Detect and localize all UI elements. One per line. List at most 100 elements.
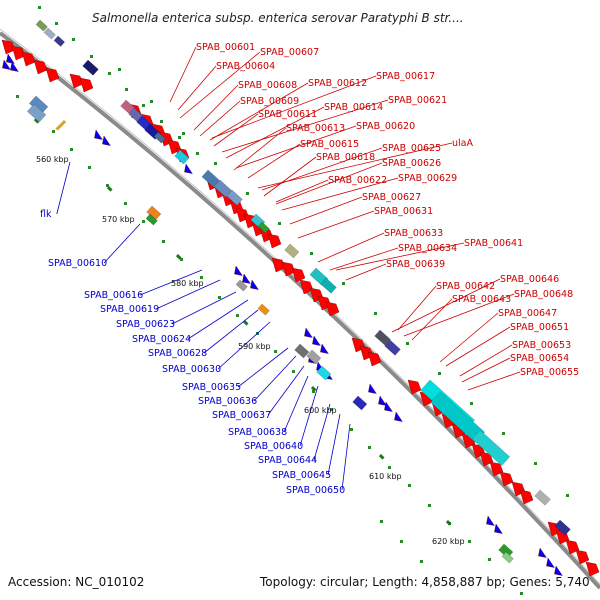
gene-block[interactable] <box>257 221 270 234</box>
reverse-gene-label[interactable]: SPAB_00636 <box>198 396 257 407</box>
gene-block[interactable] <box>534 489 551 506</box>
forward-gene-label[interactable]: SPAB_00608 <box>238 80 297 91</box>
forward-gene-label[interactable]: SPAB_00615 <box>300 139 359 150</box>
reverse-gene-label[interactable]: SPAB_00638 <box>228 427 287 438</box>
reverse-gene-arrow[interactable] <box>312 335 321 346</box>
forward-gene-label[interactable]: SPAB_00631 <box>374 206 433 217</box>
reverse-gene-arrow[interactable] <box>304 327 313 338</box>
forward-gene-label[interactable]: SPAB_00622 <box>328 175 387 186</box>
forward-gene-label[interactable]: SPAB_00614 <box>324 102 383 113</box>
reverse-gene-arrow[interactable] <box>94 129 103 140</box>
forward-gene-label[interactable]: SPAB_00618 <box>316 152 375 163</box>
forward-gene-arrow[interactable] <box>519 489 534 505</box>
reverse-gene-label[interactable]: SPAB_00619 <box>100 304 159 315</box>
forward-gene-label[interactable]: SPAB_00611 <box>258 109 317 120</box>
gene-block[interactable] <box>306 349 322 365</box>
reverse-gene-label[interactable]: flk <box>40 209 52 220</box>
forward-gene-label[interactable]: SPAB_00654 <box>510 353 569 364</box>
reverse-gene-arrow[interactable] <box>368 383 377 394</box>
forward-gene-label[interactable]: SPAB_00655 <box>520 367 579 378</box>
reverse-gene-label[interactable]: SPAB_00610 <box>48 258 107 269</box>
gene-block[interactable] <box>316 365 332 381</box>
forward-gene-label[interactable]: SPAB_00648 <box>514 289 573 300</box>
gene-block[interactable] <box>320 277 337 294</box>
reverse-gene-arrow[interactable] <box>234 265 243 276</box>
gene-block[interactable] <box>26 103 47 123</box>
forward-gene-label[interactable]: SPAB_00609 <box>240 96 299 107</box>
gene-block[interactable] <box>43 27 56 40</box>
forward-gene-label[interactable]: SPAB_00634 <box>398 243 457 254</box>
gene-block[interactable] <box>352 395 368 411</box>
reverse-gene-arrow[interactable] <box>554 565 563 576</box>
forward-gene-label[interactable]: SPAB_00633 <box>384 228 443 239</box>
reverse-gene-arrow[interactable] <box>494 523 503 534</box>
gene-block[interactable] <box>53 35 66 47</box>
forward-gene-label[interactable]: SPAB_00604 <box>216 61 275 72</box>
forward-gene-label[interactable]: SPAB_00642 <box>436 281 495 292</box>
forward-gene-arrow[interactable] <box>565 539 580 555</box>
forward-gene-label[interactable]: SPAB_00647 <box>498 308 557 319</box>
forward-gene-label[interactable]: SPAB_00651 <box>510 322 569 333</box>
reverse-gene-arrow[interactable] <box>102 135 111 146</box>
reverse-gene-arrow[interactable] <box>486 515 495 526</box>
reverse-gene-label[interactable]: SPAB_00616 <box>84 290 143 301</box>
forward-gene-arrow[interactable] <box>325 301 340 317</box>
reverse-gene-arrow[interactable] <box>394 411 403 422</box>
forward-gene-label[interactable]: SPAB_00613 <box>286 123 345 134</box>
reverse-gene-arrow[interactable] <box>250 279 259 290</box>
reverse-gene-label[interactable]: SPAB_00650 <box>286 485 345 496</box>
forward-gene-arrow[interactable] <box>575 549 590 565</box>
reverse-gene-arrow[interactable] <box>538 547 547 558</box>
gene-block[interactable] <box>384 339 401 356</box>
reverse-gene-arrow[interactable] <box>242 273 251 284</box>
forward-gene-arrow[interactable] <box>291 267 306 283</box>
gene-block[interactable] <box>498 543 514 559</box>
forward-gene-label[interactable]: SPAB_00617 <box>376 71 435 82</box>
forward-gene-arrow[interactable] <box>585 561 600 577</box>
forward-gene-label[interactable]: SPAB_00625 <box>382 143 441 154</box>
forward-gene-arrow[interactable] <box>33 59 48 75</box>
forward-gene-arrow[interactable] <box>45 67 60 83</box>
reverse-gene-label[interactable]: SPAB_00637 <box>212 410 271 421</box>
reverse-gene-arrow[interactable] <box>10 61 19 72</box>
gene-block[interactable] <box>294 343 310 359</box>
forward-gene-label[interactable]: SPAB_00601 <box>196 42 255 53</box>
gene-block[interactable] <box>257 303 270 316</box>
reverse-gene-label[interactable]: SPAB_00644 <box>258 455 317 466</box>
forward-gene-label[interactable]: SPAB_00653 <box>512 340 571 351</box>
gene-block[interactable] <box>145 213 158 226</box>
gene-block[interactable] <box>471 429 511 467</box>
reverse-gene-arrow[interactable] <box>320 343 329 354</box>
forward-gene-arrow[interactable] <box>267 233 282 249</box>
forward-gene-label[interactable]: SPAB_00629 <box>398 173 457 184</box>
forward-gene-arrow[interactable] <box>489 461 504 477</box>
reverse-gene-arrow[interactable] <box>546 557 555 568</box>
forward-gene-label[interactable]: SPAB_00607 <box>260 47 319 58</box>
forward-gene-label[interactable]: SPAB_00627 <box>362 192 421 203</box>
gene-block[interactable] <box>501 551 514 564</box>
forward-gene-label[interactable]: SPAB_00626 <box>382 158 441 169</box>
reverse-gene-label[interactable]: SPAB_00640 <box>244 441 303 452</box>
forward-gene-label[interactable]: SPAB_00643 <box>452 294 511 305</box>
reverse-gene-label[interactable]: SPAB_00623 <box>116 319 175 330</box>
gene-block[interactable] <box>284 243 300 259</box>
reverse-gene-arrow[interactable] <box>2 59 11 70</box>
gene-block[interactable] <box>374 329 391 346</box>
reverse-gene-label[interactable]: SPAB_00630 <box>162 364 221 375</box>
forward-gene-label[interactable]: SPAB_00620 <box>356 121 415 132</box>
rna-marker[interactable] <box>55 120 67 131</box>
reverse-gene-label[interactable]: SPAB_00628 <box>148 348 207 359</box>
reverse-gene-arrow[interactable] <box>6 53 15 64</box>
reverse-gene-arrow[interactable] <box>378 395 387 406</box>
reverse-gene-label[interactable]: SPAB_00645 <box>272 470 331 481</box>
gene-block[interactable] <box>226 189 243 206</box>
forward-gene-label[interactable]: SPAB_00646 <box>500 274 559 285</box>
forward-gene-arrow[interactable] <box>479 451 494 467</box>
forward-gene-arrow[interactable] <box>367 351 382 367</box>
gene-block[interactable] <box>35 19 48 32</box>
reverse-gene-arrow[interactable] <box>384 401 393 412</box>
forward-gene-label[interactable]: SPAB_00639 <box>386 259 445 270</box>
gene-block[interactable] <box>235 279 248 292</box>
forward-gene-arrow[interactable] <box>79 77 94 93</box>
forward-gene-label[interactable]: SPAB_00621 <box>388 95 447 106</box>
